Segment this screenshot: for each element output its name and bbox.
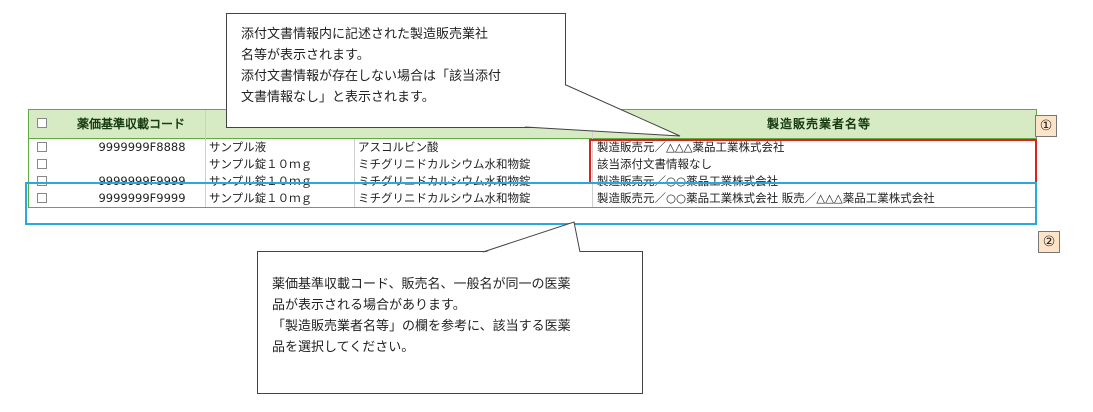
- bottom-callout: 薬価基準収載コード、販売名、一般名が同一の医薬 品が表示される場合があります。 …: [257, 251, 643, 394]
- row-brand-name: サンプル錠１０ｍｇ: [209, 157, 313, 171]
- table-row[interactable]: 9999999F9999 サンプル錠１０ｍｇ ミチグリニドカルシウム水和物錠 製…: [29, 173, 1036, 190]
- row-checkbox[interactable]: [37, 159, 47, 169]
- column-divider: [354, 139, 355, 207]
- row-generic-name: ミチグリニドカルシウム水和物錠: [358, 191, 531, 205]
- select-all-checkbox[interactable]: [37, 118, 47, 128]
- row-code: 9999999F8888: [98, 140, 186, 154]
- table-row[interactable]: サンプル錠１０ｍｇ ミチグリニドカルシウム水和物錠 該当添付文書情報なし: [29, 156, 1036, 173]
- row-checkbox[interactable]: [37, 176, 47, 186]
- row-generic-name: ミチグリニドカルシウム水和物錠: [358, 174, 531, 188]
- row-manufacturer: 製造販売元／○○薬品工業株式会社: [597, 174, 779, 188]
- row-manufacturer: 該当添付文書情報なし: [597, 157, 712, 171]
- table-row[interactable]: 9999999F9999 サンプル錠１０ｍｇ ミチグリニドカルシウム水和物錠 製…: [29, 190, 1036, 207]
- row-brand-name: サンプル錠１０ｍｇ: [209, 191, 313, 205]
- row-checkbox[interactable]: [37, 193, 47, 203]
- marker-two: ②: [1038, 231, 1060, 253]
- duplicate-rows-highlight-box: [25, 182, 1037, 225]
- row-code: 9999999F9999: [98, 191, 186, 205]
- top-callout-line: 名等が表示されます。: [241, 48, 370, 63]
- row-brand-name: サンプル錠１０ｍｇ: [209, 174, 313, 188]
- bottom-callout-line: 薬価基準収載コード、販売名、一般名が同一の医薬: [272, 277, 571, 292]
- top-callout-line: 文書情報なし」と表示されます。: [241, 90, 435, 105]
- row-generic-name: ミチグリニドカルシウム水和物錠: [358, 157, 531, 171]
- table-row[interactable]: 9999999F8888 サンプル液 アスコルビン酸 製造販売元／△△△薬品工業…: [29, 139, 1036, 156]
- column-divider: [205, 110, 206, 207]
- header-code: 薬価基準収載コード: [77, 117, 186, 131]
- bottom-callout-line: 「製造販売業者名等」の欄を参考に、該当する医薬: [272, 319, 571, 334]
- row-manufacturer: 製造販売元／△△△薬品工業株式会社: [597, 140, 785, 154]
- top-callout-line: 添付文書情報内に記述された製造販売業社: [241, 27, 489, 42]
- column-divider: [592, 110, 593, 207]
- row-code: 9999999F9999: [98, 174, 186, 188]
- row-manufacturer: 製造販売元／○○薬品工業株式会社 販売／△△△薬品工業株式会社: [597, 191, 935, 205]
- bottom-callout-line: 品を選択してください。: [272, 340, 415, 355]
- marker-one: ①: [1035, 115, 1057, 137]
- row-brand-name: サンプル液: [209, 140, 267, 154]
- header-manufacturer: 製造販売業者名等: [767, 117, 872, 131]
- row-generic-name: アスコルビン酸: [358, 140, 439, 154]
- top-callout: 添付文書情報内に記述された製造販売業社 名等が表示されます。 添付文書情報が存在…: [226, 13, 566, 128]
- top-callout-line: 添付文書情報が存在しない場合は「該当添付: [241, 69, 502, 84]
- row-checkbox[interactable]: [37, 142, 47, 152]
- bottom-callout-line: 品が表示される場合があります。: [272, 298, 466, 313]
- results-table: 薬価基準収載コード 製造販売業者名等 9999999F8888 サンプル液 アス…: [28, 109, 1037, 208]
